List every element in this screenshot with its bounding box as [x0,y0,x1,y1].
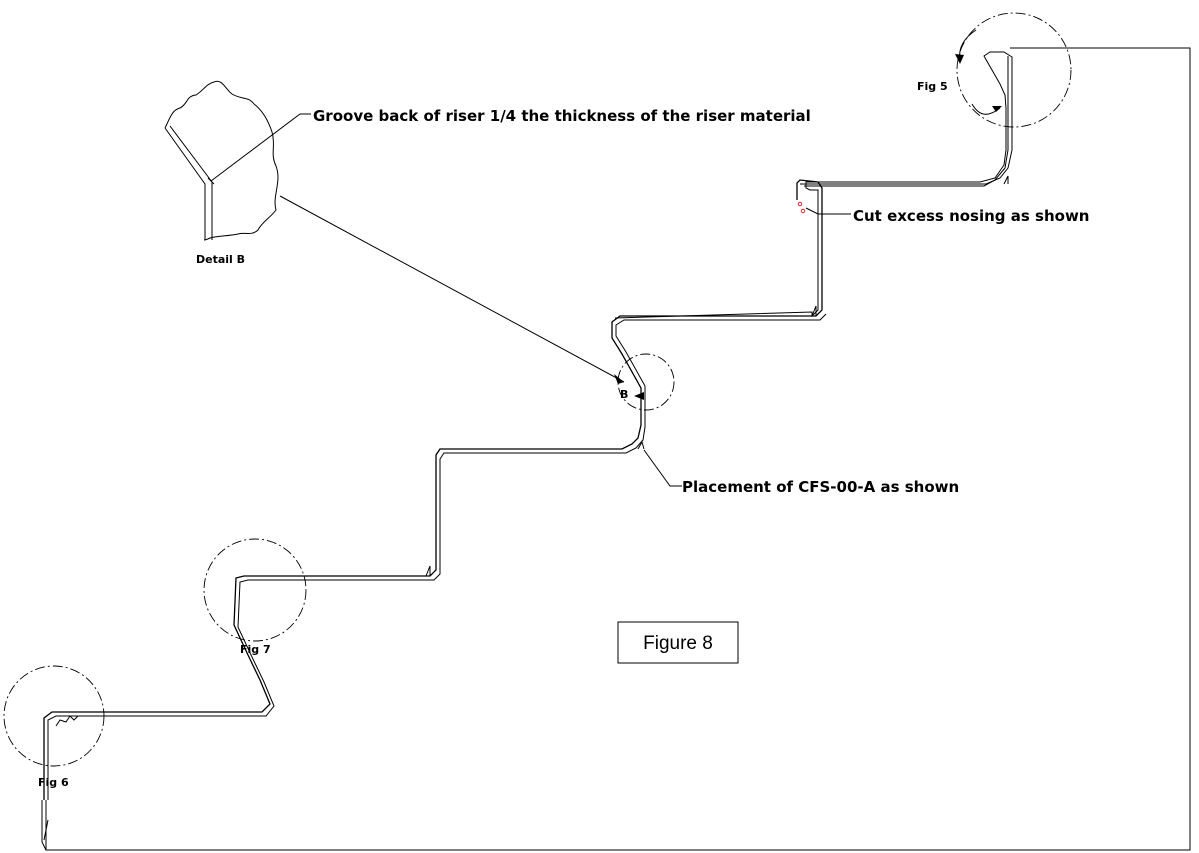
fig5-circle [956,12,1072,128]
b-arrow [634,392,644,400]
fig7-circle [203,538,307,642]
detail-b-sketch [164,80,279,241]
figure-label: Figure 8 [643,633,713,654]
b-circle [617,353,675,411]
figure-label-box: Figure 8 [617,621,739,664]
groove-note: Groove back of riser 1/4 the thickness o… [313,107,811,125]
b-label: B [620,388,628,401]
callout-circles [3,12,1072,767]
stair-outline [45,47,1191,851]
fig5-arrows [955,29,1002,115]
fig6-label: Fig 6 [38,776,69,789]
fig7-label: Fig 7 [240,643,271,656]
leader-lines [210,113,851,487]
fig5-label: Fig 5 [917,80,948,93]
cut-note: Cut excess nosing as shown [853,207,1089,225]
stair-profile [41,51,1013,851]
detail-b-label: Detail B [196,253,245,266]
placement-note: Placement of CFS-00-A as shown [682,478,959,496]
fig6-circle [3,665,105,767]
